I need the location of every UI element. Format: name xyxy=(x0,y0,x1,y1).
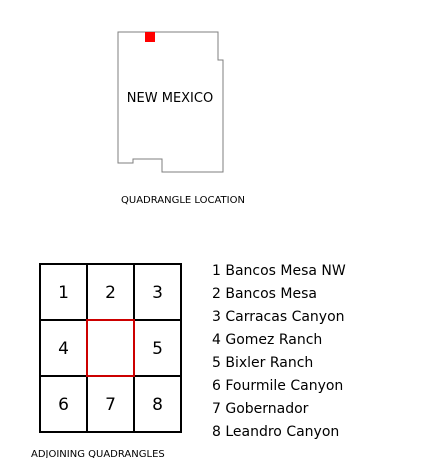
cell-number-4: 4 xyxy=(58,339,69,359)
legend-item: 1 Bancos Mesa NW xyxy=(212,263,346,279)
state-label: NEW MEXICO xyxy=(127,91,213,106)
cell-number-2: 2 xyxy=(105,283,116,303)
cell-number-5: 5 xyxy=(152,339,163,359)
location-caption: QUADRANGLE LOCATION xyxy=(121,195,245,206)
legend-item: 3 Carracas Canyon xyxy=(212,309,345,325)
current-quadrangle-highlight xyxy=(86,319,135,377)
new-mexico-outline xyxy=(117,31,224,173)
adjoining-caption: ADJOINING QUADRANGLES xyxy=(31,449,165,458)
legend-item: 2 Bancos Mesa xyxy=(212,286,317,302)
cell-number-3: 3 xyxy=(152,283,163,303)
legend-item: 8 Leandro Canyon xyxy=(212,424,339,440)
legend-item: 4 Gomez Ranch xyxy=(212,332,322,348)
legend-item: 5 Bixler Ranch xyxy=(212,355,313,371)
cell-number-6: 6 xyxy=(58,395,69,415)
legend-item: 6 Fourmile Canyon xyxy=(212,378,343,394)
quadrangle-legend: 1 Bancos Mesa NW 2 Bancos Mesa 3 Carraca… xyxy=(212,263,346,440)
legend-item: 7 Gobernador xyxy=(212,401,309,417)
cell-number-8: 8 xyxy=(152,395,163,415)
adjoining-grid: 1 2 3 4 5 6 7 8 xyxy=(39,263,182,433)
grid-outer-border xyxy=(39,263,182,433)
cell-number-1: 1 xyxy=(58,283,69,303)
cell-number-7: 7 xyxy=(105,395,116,415)
quadrangle-location-marker xyxy=(145,32,155,42)
